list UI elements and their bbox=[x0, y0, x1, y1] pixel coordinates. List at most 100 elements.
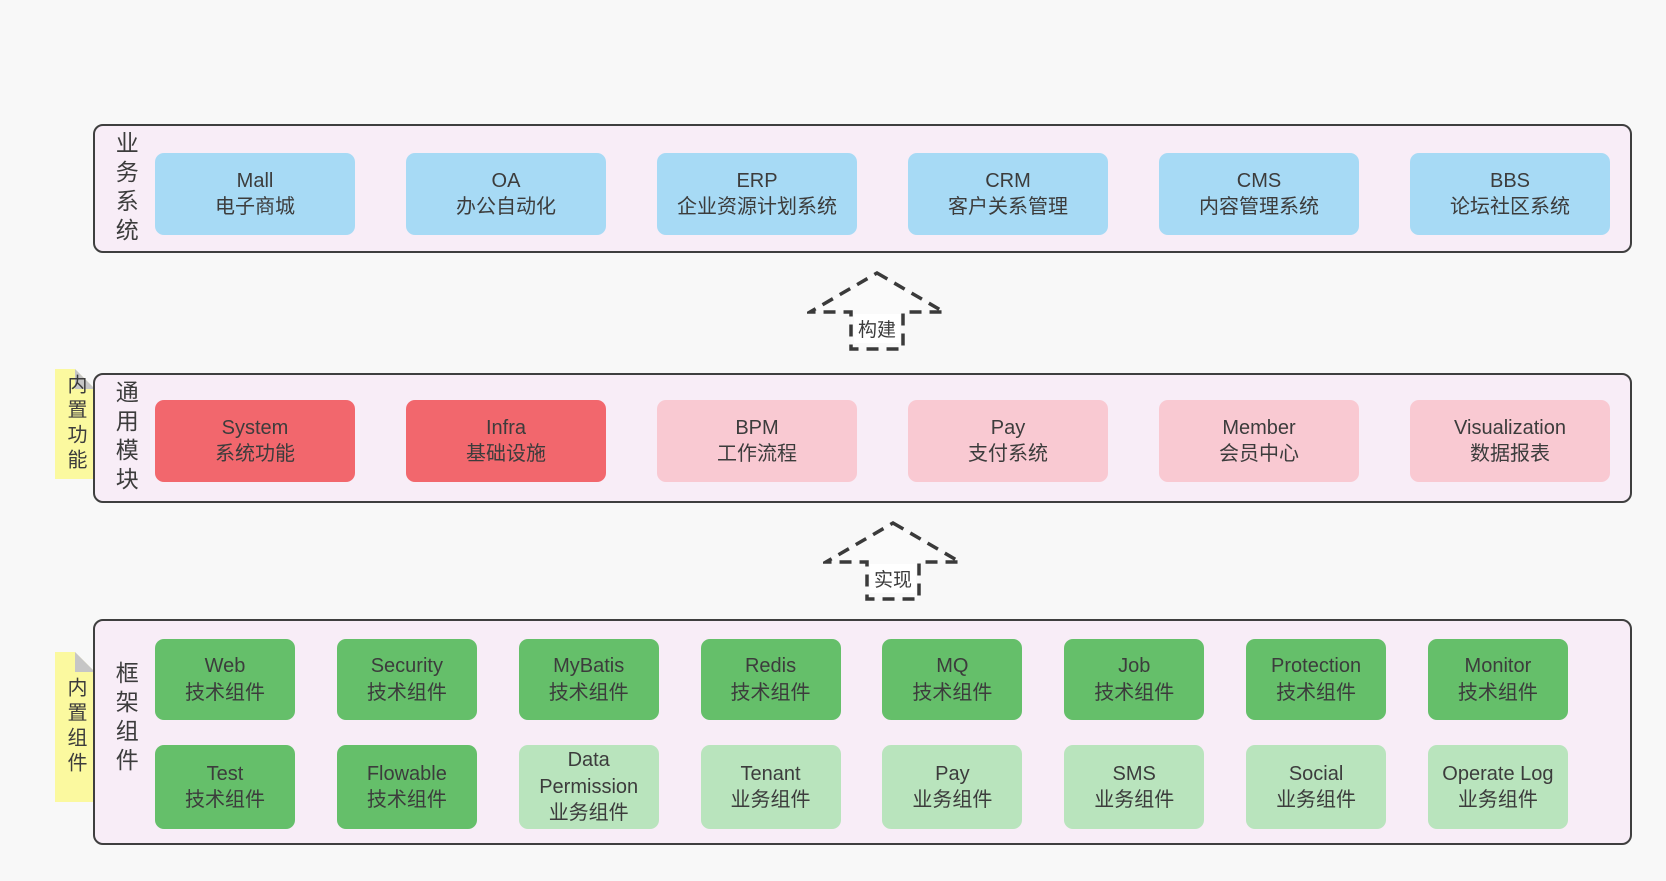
box-title: Monitor bbox=[1464, 655, 1532, 678]
box-mall: Mall 电子商城 bbox=[155, 153, 355, 235]
box-title: Infra bbox=[485, 416, 527, 439]
section-label-business: 业务系统 bbox=[107, 126, 143, 251]
box-title: BPM bbox=[735, 416, 779, 439]
box-title: CMS bbox=[1236, 169, 1282, 192]
box-subtitle: 业务组件 bbox=[912, 789, 993, 811]
box-title: CRM bbox=[985, 169, 1031, 192]
box-redis: Redis 技术组件 bbox=[700, 639, 841, 720]
box-tenant: Tenant 业务组件 bbox=[700, 745, 841, 829]
arrow-implement: 实现 bbox=[823, 520, 963, 602]
box-title: MQ bbox=[936, 655, 969, 678]
box-subtitle: 技术组件 bbox=[185, 789, 265, 811]
box-subtitle: 技术组件 bbox=[548, 681, 629, 704]
sticky-label: 内置功能 bbox=[64, 374, 86, 474]
box-title: System bbox=[221, 416, 289, 439]
box-title: OA bbox=[491, 169, 521, 192]
box-pay-biz: Pay 业务组件 bbox=[882, 745, 1023, 829]
box-subtitle: 技术组件 bbox=[366, 789, 447, 811]
box-subtitle: 技术组件 bbox=[1276, 681, 1357, 704]
framework-boxes-row2: Test 技术组件 Flowable 技术组件 Data Permission … bbox=[155, 745, 1568, 829]
box-social: Social 业务组件 bbox=[1246, 745, 1387, 829]
box-data-permission: Data Permission 业务组件 bbox=[518, 745, 659, 829]
section-framework-components: 框架组件 Web 技术组件 Security 技术组件 MyBatis 技术组件… bbox=[93, 619, 1632, 845]
box-flowable: Flowable 技术组件 bbox=[336, 745, 477, 829]
box-job: Job 技术组件 bbox=[1064, 639, 1205, 720]
box-title: ERP bbox=[736, 169, 778, 192]
box-subtitle: 技术组件 bbox=[185, 681, 265, 704]
box-subtitle: 电子商城 bbox=[215, 196, 295, 218]
box-system: System 系统功能 bbox=[155, 400, 355, 482]
arrow-build-label: 构建 bbox=[853, 314, 901, 343]
arrow-implement-label: 实现 bbox=[869, 564, 917, 593]
arrow-build: 构建 bbox=[807, 270, 947, 352]
box-subtitle: 数据报表 bbox=[1470, 443, 1550, 465]
box-subtitle: 基础设施 bbox=[466, 443, 546, 465]
box-subtitle: 工作流程 bbox=[717, 443, 797, 465]
box-erp: ERP 企业资源计划系统 bbox=[657, 153, 857, 235]
box-pay: Pay 支付系统 bbox=[908, 400, 1108, 482]
section-label-text: 通用模块 bbox=[112, 380, 139, 496]
box-title: Protection bbox=[1271, 655, 1362, 678]
box-visualization: Visualization 数据报表 bbox=[1410, 400, 1610, 482]
framework-boxes-row1: Web 技术组件 Security 技术组件 MyBatis 技术组件 Redi… bbox=[155, 639, 1568, 720]
box-subtitle: 技术组件 bbox=[912, 681, 993, 704]
box-title: Security bbox=[370, 655, 443, 678]
box-oa: OA 办公自动化 bbox=[406, 153, 606, 235]
box-subtitle: 业务组件 bbox=[1457, 789, 1538, 811]
box-mq: MQ 技术组件 bbox=[882, 639, 1023, 720]
box-subtitle: 业务组件 bbox=[1276, 789, 1357, 811]
box-title: BBS bbox=[1489, 169, 1531, 192]
box-subtitle: 支付系统 bbox=[968, 443, 1048, 465]
box-subtitle: 论坛社区系统 bbox=[1450, 196, 1570, 218]
sticky-note-icon bbox=[55, 369, 95, 479]
box-title: Job bbox=[1118, 655, 1151, 678]
box-bbs: BBS 论坛社区系统 bbox=[1410, 153, 1610, 235]
up-arrow-icon bbox=[823, 520, 963, 601]
box-subtitle: 办公自动化 bbox=[456, 196, 556, 218]
section-common-modules: 通用模块 System 系统功能 Infra 基础设施 BPM 工作流程 Pay… bbox=[93, 373, 1632, 503]
box-title: Data Permission bbox=[539, 749, 639, 798]
box-monitor: Monitor 技术组件 bbox=[1427, 639, 1568, 720]
box-title: Mall bbox=[236, 169, 274, 192]
sticky-label: 内置组件 bbox=[64, 677, 86, 777]
box-security: Security 技术组件 bbox=[336, 639, 477, 720]
box-title: SMS bbox=[1112, 762, 1156, 785]
box-subtitle: 技术组件 bbox=[730, 681, 811, 704]
box-title: Redis bbox=[744, 655, 797, 678]
box-web: Web 技术组件 bbox=[155, 639, 295, 720]
section-label-text: 框架组件 bbox=[112, 661, 139, 777]
box-subtitle: 技术组件 bbox=[1457, 681, 1538, 704]
box-subtitle: 业务组件 bbox=[730, 789, 811, 811]
section-label-framework: 框架组件 bbox=[107, 621, 143, 843]
section-label-text: 业务系统 bbox=[112, 130, 139, 247]
box-subtitle: 业务组件 bbox=[548, 802, 629, 825]
box-subtitle: 内容管理系统 bbox=[1199, 196, 1319, 218]
box-title: Operate Log bbox=[1442, 762, 1554, 785]
box-member: Member 会员中心 bbox=[1159, 400, 1359, 482]
business-boxes-row: Mall 电子商城 OA 办公自动化 ERP 企业资源计划系统 CRM 客户关系… bbox=[155, 153, 1610, 235]
box-subtitle: 客户关系管理 bbox=[948, 196, 1068, 218]
box-title: Flowable bbox=[366, 762, 447, 785]
box-subtitle: 技术组件 bbox=[366, 681, 447, 704]
box-title: Web bbox=[204, 655, 246, 678]
box-test: Test 技术组件 bbox=[155, 745, 295, 829]
up-arrow-icon bbox=[807, 270, 947, 351]
box-subtitle: 业务组件 bbox=[1094, 789, 1175, 811]
box-cms: CMS 内容管理系统 bbox=[1159, 153, 1359, 235]
box-sms: SMS 业务组件 bbox=[1064, 745, 1205, 829]
box-title: Tenant bbox=[740, 762, 801, 785]
box-bpm: BPM 工作流程 bbox=[657, 400, 857, 482]
box-title: Member bbox=[1222, 416, 1296, 439]
box-title: MyBatis bbox=[553, 655, 625, 678]
box-operate-log: Operate Log 业务组件 bbox=[1427, 745, 1568, 829]
sticky-built-in-components: 内置组件 bbox=[55, 652, 95, 802]
box-mybatis: MyBatis 技术组件 bbox=[518, 639, 659, 720]
box-title: Visualization bbox=[1454, 416, 1566, 439]
box-protection: Protection 技术组件 bbox=[1246, 639, 1387, 720]
box-subtitle: 系统功能 bbox=[215, 443, 295, 465]
box-subtitle: 会员中心 bbox=[1219, 443, 1299, 465]
sticky-note-icon bbox=[55, 652, 95, 802]
box-title: Pay bbox=[935, 762, 970, 785]
box-title: Test bbox=[206, 762, 244, 785]
